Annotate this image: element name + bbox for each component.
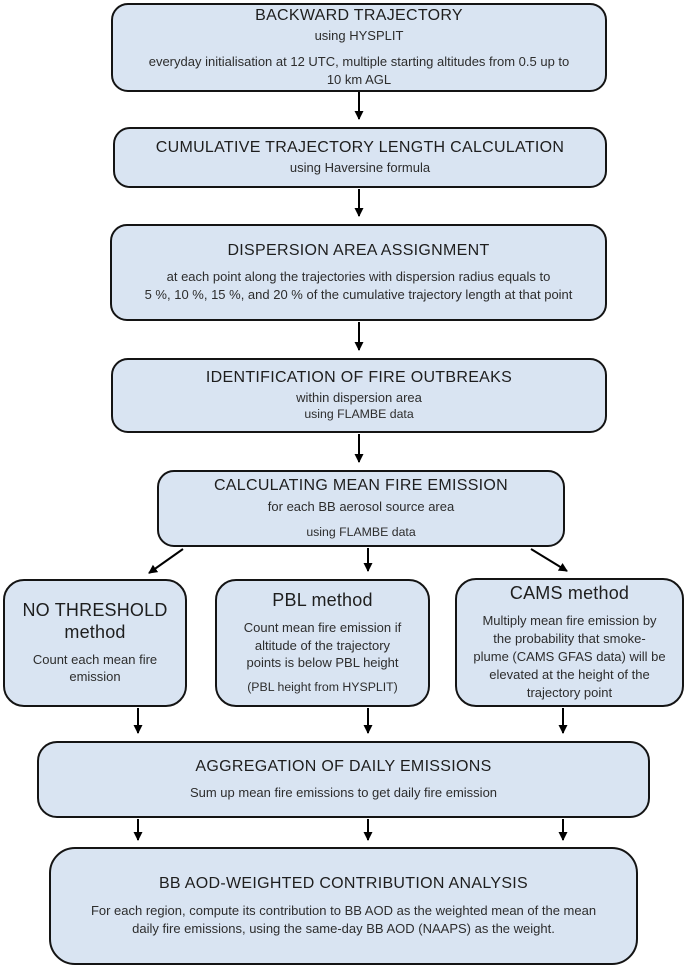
method-detail: Multiply mean fire emission by the proba…: [473, 613, 666, 700]
step-subtitle: using Haversine formula: [289, 160, 431, 176]
arrow-step5-cams: [530, 548, 568, 572]
arrow-step5-no-threshold: [148, 548, 184, 574]
step-backward-trajectory: BACKWARD TRAJECTORY using HYSPLIT everyd…: [111, 3, 607, 92]
step-title: AGGREGATION OF DAILY EMISSIONS: [195, 757, 492, 775]
step-title: BB AOD-WEIGHTED CONTRIBUTION ANALYSIS: [158, 875, 529, 893]
step-mean-fire-emission: CALCULATING MEAN FIRE EMISSION for each …: [157, 470, 565, 547]
step-detail: everyday initialisation at 12 UTC, multi…: [148, 54, 570, 88]
step-detail: For each region, compute its contributio…: [90, 902, 597, 936]
step-title: IDENTIFICATION OF FIRE OUTBREAKS: [205, 368, 513, 386]
step-detail: at each point along the trajectories wit…: [144, 269, 573, 303]
method-title: NO THRESHOLD method: [22, 599, 168, 642]
step-cumulative-length: CUMULATIVE TRAJECTORY LENGTH CALCULATION…: [113, 127, 607, 188]
method-note: (PBL height from HYSPLIT): [247, 680, 398, 695]
step-subtitle: within dispersion area: [296, 390, 422, 406]
step-subtitle: for each BB aerosol source area: [267, 498, 455, 514]
step-aggregation: AGGREGATION OF DAILY EMISSIONS Sum up me…: [37, 741, 650, 818]
step-data-source: using FLAMBE data: [306, 524, 416, 539]
step-title: CALCULATING MEAN FIRE EMISSION: [213, 477, 509, 495]
step-fire-outbreaks: IDENTIFICATION OF FIRE OUTBREAKS within …: [111, 358, 607, 433]
step-title: CUMULATIVE TRAJECTORY LENGTH CALCULATION: [155, 138, 565, 156]
step-dispersion-area: DISPERSION AREA ASSIGNMENT at each point…: [110, 224, 607, 321]
method-cams: CAMS method Multiply mean fire emission …: [455, 578, 684, 707]
step-subtitle: using HYSPLIT: [314, 28, 404, 44]
method-pbl: PBL method Count mean fire emission if a…: [215, 579, 430, 707]
method-no-threshold: NO THRESHOLD method Count each mean fire…: [3, 579, 187, 707]
method-detail: Count mean fire emission if altitude of …: [243, 619, 402, 671]
method-title: PBL method: [272, 589, 373, 610]
method-detail: Count each mean fire emission: [32, 651, 158, 685]
step-title: BACKWARD TRAJECTORY: [255, 6, 463, 24]
step-detail: Sum up mean fire emissions to get daily …: [189, 785, 498, 801]
step-data-source: using FLAMBE data: [304, 407, 414, 422]
method-title: CAMS method: [509, 583, 630, 604]
step-bb-aod-analysis: BB AOD-WEIGHTED CONTRIBUTION ANALYSIS Fo…: [49, 847, 638, 965]
step-title: DISPERSION AREA ASSIGNMENT: [227, 241, 490, 259]
